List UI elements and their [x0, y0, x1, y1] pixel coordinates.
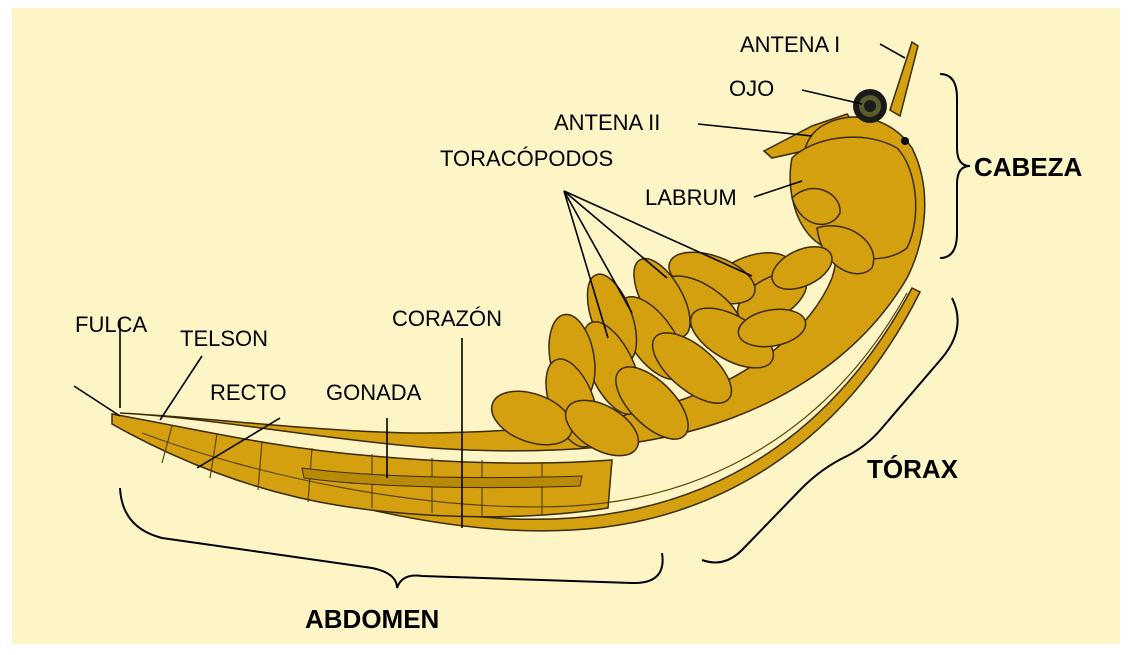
- diagram-canvas: ANTENA I OJO ANTENA II TORACÓPODOS LABRU…: [12, 8, 1120, 644]
- label-fulca: FULCA: [75, 312, 147, 337]
- label-torax: TÓRAX: [867, 454, 959, 484]
- label-labrum: LABRUM: [645, 185, 737, 210]
- label-antena-1: ANTENA I: [740, 32, 840, 57]
- label-recto: RECTO: [210, 380, 287, 405]
- cabeza-brace: [940, 74, 970, 258]
- shrimp-anatomy-diagram: ANTENA I OJO ANTENA II TORACÓPODOS LABRU…: [12, 8, 1120, 644]
- eye-shape: [853, 89, 887, 123]
- label-antena-2: ANTENA II: [554, 110, 660, 135]
- label-gonada: GONADA: [326, 380, 422, 405]
- label-cabeza: CABEZA: [974, 152, 1083, 182]
- label-corazon: CORAZÓN: [392, 306, 502, 331]
- label-abdomen: ABDOMEN: [305, 604, 439, 634]
- antenna-1-shape: [890, 42, 918, 116]
- shrimp-body: [74, 42, 925, 531]
- furca-tail: [74, 386, 120, 416]
- label-ojo: OJO: [729, 76, 774, 101]
- label-telson: TELSON: [180, 326, 268, 351]
- label-toracopodos: TORACÓPODOS: [440, 146, 613, 171]
- nauplius-eye-dot: [901, 137, 909, 145]
